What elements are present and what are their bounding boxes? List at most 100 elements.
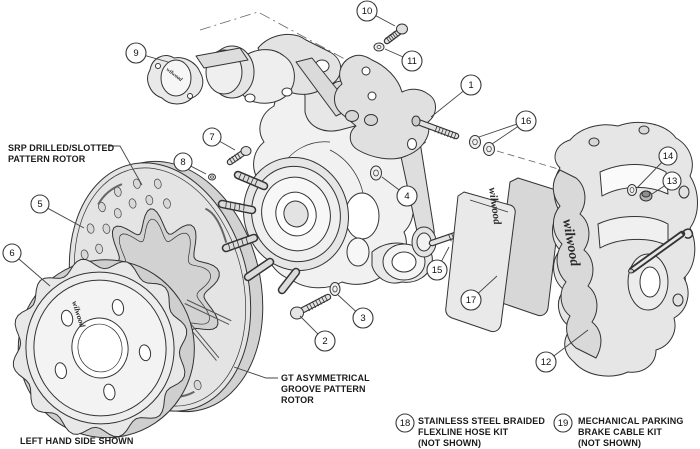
main-caliper: wilwood (552, 121, 698, 377)
bracket-stud (411, 115, 460, 140)
callout-circle (535, 351, 557, 373)
callout-circle (515, 110, 537, 132)
callout-leader (441, 246, 450, 262)
callout-leader (491, 126, 518, 145)
drill-hole (133, 178, 141, 189)
callout-leader (478, 123, 517, 138)
callout-circle (173, 152, 193, 172)
washer-11 (373, 42, 385, 52)
callout-circle (125, 42, 147, 64)
callout-14: 14 (636, 146, 678, 189)
callout-number: 4 (404, 191, 409, 202)
drill-hole (163, 198, 171, 209)
callout-18: 18 (395, 413, 415, 433)
washer-3 (329, 282, 341, 296)
callout-6: 6 (2, 243, 51, 287)
callout-leader (430, 90, 464, 118)
callout-circle (396, 185, 418, 207)
callout-circle (662, 171, 682, 191)
callout-1: 1 (430, 74, 482, 118)
callout-16: 16 (478, 110, 537, 145)
label-leader-gt-rotor (233, 366, 278, 379)
callout-leader (47, 207, 85, 229)
nut-13 (639, 190, 653, 202)
callout-13: 13 (651, 171, 682, 195)
callout-leader (477, 275, 498, 294)
callout-leader (18, 258, 51, 287)
callout-10: 10 (356, 0, 396, 27)
callout-circle (314, 330, 336, 352)
washer-14 (627, 184, 637, 196)
callout-number: 10 (362, 6, 373, 17)
callout-leader (299, 315, 319, 335)
drill-hole (153, 178, 162, 189)
washer-8 (208, 173, 216, 181)
callout-3: 3 (337, 294, 374, 329)
drill-hole (98, 201, 106, 213)
callout-4: 4 (381, 176, 418, 207)
bolt-2 (290, 293, 332, 320)
drill-hole (95, 243, 103, 254)
callout-leader (145, 55, 169, 63)
hat-rotor (12, 258, 195, 439)
callout-number: 14 (663, 151, 674, 162)
callout-number: 16 (521, 116, 532, 127)
callout-number: 8 (180, 157, 185, 168)
callout-number: 1 (468, 80, 473, 91)
callout-leader (337, 294, 356, 312)
label-left-hand-note: LEFT HAND SIDE SHOWN (20, 436, 134, 446)
callout-circle (356, 0, 378, 22)
callout-circle (460, 74, 482, 96)
callout-circle (30, 194, 50, 214)
pad-brand-text: wilwood (486, 187, 503, 226)
callout-circle (658, 146, 678, 166)
callout-leader (381, 176, 400, 191)
callout-number: 19 (558, 418, 569, 429)
callout-number: 15 (432, 265, 443, 276)
callout-leader (651, 185, 665, 195)
brake-pads: wilwood (445, 177, 562, 333)
bolt-10 (383, 23, 408, 45)
anchor-bracket (334, 54, 460, 241)
callout-number: 2 (322, 336, 327, 347)
callout-circle (2, 243, 22, 263)
callout-9: 9 (125, 42, 169, 64)
callout-17: 17 (460, 275, 498, 311)
callout-8: 8 (173, 152, 207, 175)
callout-number: 13 (667, 176, 678, 187)
callout-leader (384, 48, 404, 58)
callout-circle (553, 413, 573, 433)
callout-number: 9 (133, 48, 138, 59)
callout-circle (395, 413, 415, 433)
callout-number: 12 (541, 357, 552, 368)
callout-leader (636, 162, 663, 189)
drill-hole (193, 379, 202, 391)
drill-hole (145, 195, 154, 206)
callout-circle (352, 307, 374, 329)
callout-circle (426, 259, 448, 281)
callout-number: 6 (9, 248, 14, 259)
drill-hole (102, 223, 111, 234)
callout-leader (219, 141, 236, 151)
callout-15: 15 (426, 246, 450, 281)
callout-circle (202, 127, 222, 147)
callout-circle (460, 289, 482, 311)
retaining-pin (628, 228, 694, 274)
callout-5: 5 (30, 194, 85, 229)
drill-hole (113, 208, 122, 219)
callout-11: 11 (384, 48, 423, 72)
callout-circle (401, 50, 423, 72)
callout-number: 5 (37, 199, 42, 210)
washer-4 (370, 165, 382, 181)
callout-2: 2 (299, 315, 336, 352)
callout-19: 19 (553, 413, 573, 433)
wheel-studs (217, 170, 301, 295)
callout-number: 17 (466, 295, 477, 306)
bolt-7 (226, 146, 252, 166)
drill-hole (128, 198, 137, 209)
